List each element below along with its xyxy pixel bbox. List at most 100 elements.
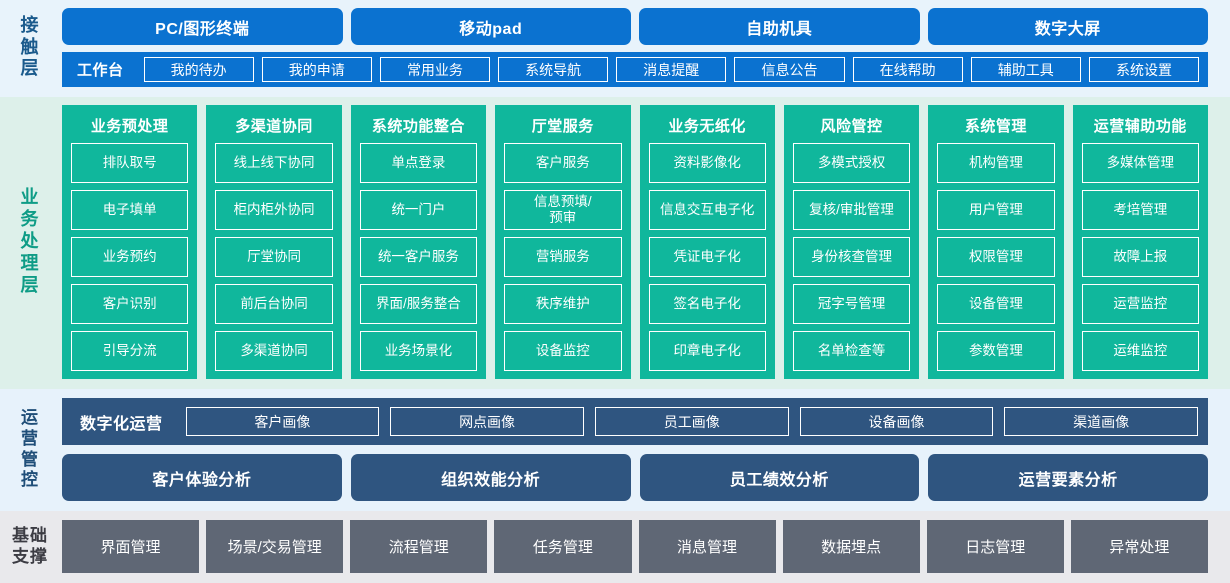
- foundation-scenario-transaction-management[interactable]: 场景/交易管理: [206, 520, 344, 573]
- biz-item-maintenance-monitoring[interactable]: 运维监控: [1081, 331, 1199, 371]
- workbench-item-online-help[interactable]: 在线帮助: [852, 57, 963, 82]
- biz-item-document-imaging[interactable]: 资料影像化: [648, 143, 766, 183]
- business-column-lobby-service: 厅堂服务 客户服务 信息预填/ 预审 营销服务 秩序维护 设备监控: [495, 105, 631, 379]
- analysis-customer-experience[interactable]: 客户体验分析: [62, 454, 342, 501]
- biz-item-info-prefill-prereview[interactable]: 信息预填/ 预审: [504, 190, 622, 230]
- workbench-item-announcement[interactable]: 信息公告: [734, 57, 845, 82]
- biz-item-customer-identification[interactable]: 客户识别: [71, 284, 189, 324]
- foundation-process-management[interactable]: 流程管理: [350, 520, 488, 573]
- column-items: 客户服务 信息预填/ 预审 营销服务 秩序维护 设备监控: [504, 143, 622, 371]
- biz-item-parameter-management[interactable]: 参数管理: [937, 331, 1055, 371]
- label-char: 层: [20, 274, 40, 295]
- biz-item-unified-portal[interactable]: 统一门户: [359, 190, 478, 230]
- label-char: 理: [20, 252, 40, 273]
- analysis-employee-performance[interactable]: 员工绩效分析: [639, 454, 920, 501]
- workbench-item-common-business[interactable]: 常用业务: [379, 57, 491, 82]
- column-items: 排队取号 电子填单 业务预约 客户识别 引导分流: [71, 143, 189, 371]
- biz-item-organization-management[interactable]: 机构管理: [937, 143, 1055, 183]
- label-char: 务: [20, 209, 40, 230]
- biz-item-multichannel-sync[interactable]: 多渠道协同: [215, 331, 333, 371]
- terminal-pc[interactable]: PC/图形终端: [62, 8, 343, 45]
- biz-item-business-appointment[interactable]: 业务预约: [71, 237, 189, 277]
- workbench-item-aux-tools[interactable]: 辅助工具: [970, 57, 1081, 82]
- workbench-item-my-application[interactable]: 我的申请: [261, 57, 372, 82]
- label-char: 处: [20, 231, 40, 252]
- biz-item-user-management[interactable]: 用户管理: [937, 190, 1055, 230]
- biz-item-ui-service-integration[interactable]: 界面/服务整合: [359, 284, 478, 324]
- biz-item-seal-electronic[interactable]: 印章电子化: [648, 331, 766, 371]
- layer-business: 业 务 处 理 层 业务预处理 排队取号 电子填单 业务预约 客户识别 引导分流: [0, 97, 1230, 389]
- foundation-ui-management[interactable]: 界面管理: [62, 520, 200, 573]
- foundation-message-management[interactable]: 消息管理: [638, 520, 776, 573]
- portrait-channel[interactable]: 渠道画像: [1004, 407, 1199, 436]
- biz-item-customer-service[interactable]: 客户服务: [504, 143, 622, 183]
- biz-item-training-management[interactable]: 考培管理: [1081, 190, 1199, 230]
- biz-item-multimedia-management[interactable]: 多媒体管理: [1081, 143, 1199, 183]
- foundation-log-management[interactable]: 日志管理: [926, 520, 1064, 573]
- biz-item-operation-monitoring[interactable]: 运营监控: [1081, 284, 1199, 324]
- label-line: 支撑: [12, 546, 48, 566]
- biz-item-voucher-electronic[interactable]: 凭证电子化: [648, 237, 766, 277]
- biz-item-marketing-service[interactable]: 营销服务: [504, 237, 622, 277]
- column-items: 多媒体管理 考培管理 故障上报 运营监控 运维监控: [1081, 143, 1199, 371]
- biz-item-online-offline-sync[interactable]: 线上线下协同: [215, 143, 333, 183]
- layer-foundation: 基础 支撑 界面管理 场景/交易管理 流程管理 任务管理 消息管理 数据埋点 日…: [0, 511, 1230, 583]
- biz-item-signature-electronic[interactable]: 签名电子化: [648, 284, 766, 324]
- portrait-device[interactable]: 设备画像: [799, 407, 994, 436]
- label-char: 业: [20, 187, 40, 208]
- biz-item-device-management[interactable]: 设备管理: [937, 284, 1055, 324]
- column-items: 线上线下协同 柜内柜外协同 厅堂协同 前后台协同 多渠道协同: [215, 143, 333, 371]
- portrait-customer[interactable]: 客户画像: [185, 407, 380, 436]
- biz-item-fault-reporting[interactable]: 故障上报: [1081, 237, 1199, 277]
- biz-item-counter-inout-sync[interactable]: 柜内柜外协同: [215, 190, 333, 230]
- terminal-mobile-pad[interactable]: 移动pad: [350, 8, 631, 45]
- contact-body: PC/图形终端 移动pad 自助机具 数字大屏 工作台 我的待办 我的申请 常用…: [60, 8, 1230, 87]
- label-line: 基础: [12, 526, 48, 546]
- biz-item-list-check[interactable]: 名单检查等: [792, 331, 911, 371]
- terminal-self-service[interactable]: 自助机具: [639, 8, 920, 45]
- biz-item-review-approval-management[interactable]: 复核/审批管理: [792, 190, 911, 230]
- workbench-title: 工作台: [77, 62, 124, 79]
- biz-item-lobby-sync[interactable]: 厅堂协同: [215, 237, 333, 277]
- biz-item-permission-management[interactable]: 权限管理: [937, 237, 1055, 277]
- portrait-employee[interactable]: 员工画像: [594, 407, 789, 436]
- terminal-digital-screen[interactable]: 数字大屏: [927, 8, 1208, 45]
- foundation-data-tracking[interactable]: 数据埋点: [782, 520, 920, 573]
- layer-label-contact: 接 触 层: [0, 8, 60, 87]
- biz-item-order-maintenance[interactable]: 秩序维护: [504, 284, 622, 324]
- business-column-preprocess: 业务预处理 排队取号 电子填单 业务预约 客户识别 引导分流: [62, 105, 198, 379]
- biz-item-multimode-authorization[interactable]: 多模式授权: [792, 143, 911, 183]
- biz-item-device-monitoring[interactable]: 设备监控: [504, 331, 622, 371]
- biz-item-electronic-form[interactable]: 电子填单: [71, 190, 189, 230]
- analysis-row: 客户体验分析 组织效能分析 员工绩效分析 运营要素分析: [62, 454, 1208, 501]
- biz-item-single-sign-on[interactable]: 单点登录: [359, 143, 478, 183]
- layer-label-business-text: 业 务 处 理 层: [21, 187, 40, 297]
- biz-item-business-scenario[interactable]: 业务场景化: [359, 331, 478, 371]
- foundation-row: 界面管理 场景/交易管理 流程管理 任务管理 消息管理 数据埋点 日志管理 异常…: [60, 520, 1230, 573]
- business-column-operation-aux: 运营辅助功能 多媒体管理 考培管理 故障上报 运营监控 运维监控: [1072, 105, 1208, 379]
- digital-operations-title: 数字化运营: [80, 415, 163, 433]
- workbench-item-system-settings[interactable]: 系统设置: [1088, 57, 1200, 82]
- workbench-item-my-todo[interactable]: 我的待办: [143, 57, 254, 82]
- layer-label-contact-text: 接 触 层: [21, 15, 40, 81]
- label-char: 触: [20, 36, 40, 57]
- biz-item-unified-customer-service[interactable]: 统一客户服务: [359, 237, 478, 277]
- column-title: 运营辅助功能: [1093, 118, 1187, 135]
- biz-item-info-exchange-electronic[interactable]: 信息交互电子化: [648, 190, 766, 230]
- portrait-branch[interactable]: 网点画像: [390, 407, 584, 436]
- column-title: 风险管控: [820, 118, 883, 135]
- column-title: 业务无纸化: [668, 118, 746, 135]
- biz-item-front-back-sync[interactable]: 前后台协同: [215, 284, 333, 324]
- biz-item-guidance-diversion[interactable]: 引导分流: [71, 331, 189, 371]
- biz-item-serial-number-management[interactable]: 冠字号管理: [792, 284, 911, 324]
- foundation-exception-handling[interactable]: 异常处理: [1070, 520, 1208, 573]
- analysis-organization-efficiency[interactable]: 组织效能分析: [350, 454, 631, 501]
- analysis-operation-elements[interactable]: 运营要素分析: [928, 454, 1208, 501]
- foundation-task-management[interactable]: 任务管理: [494, 520, 632, 573]
- workbench-item-message-alert[interactable]: 消息提醒: [616, 57, 727, 82]
- biz-item-queue-number[interactable]: 排队取号: [71, 143, 189, 183]
- workbench-item-system-navigation[interactable]: 系统导航: [498, 57, 609, 82]
- layer-operations: 运 营 管 控 数字化运营 客户画像 网点画像 员工画像 设备画像 渠道画像 客…: [0, 389, 1230, 511]
- business-column-multichannel: 多渠道协同 线上线下协同 柜内柜外协同 厅堂协同 前后台协同 多渠道协同: [206, 105, 342, 379]
- biz-item-identity-verification[interactable]: 身份核查管理: [792, 237, 911, 277]
